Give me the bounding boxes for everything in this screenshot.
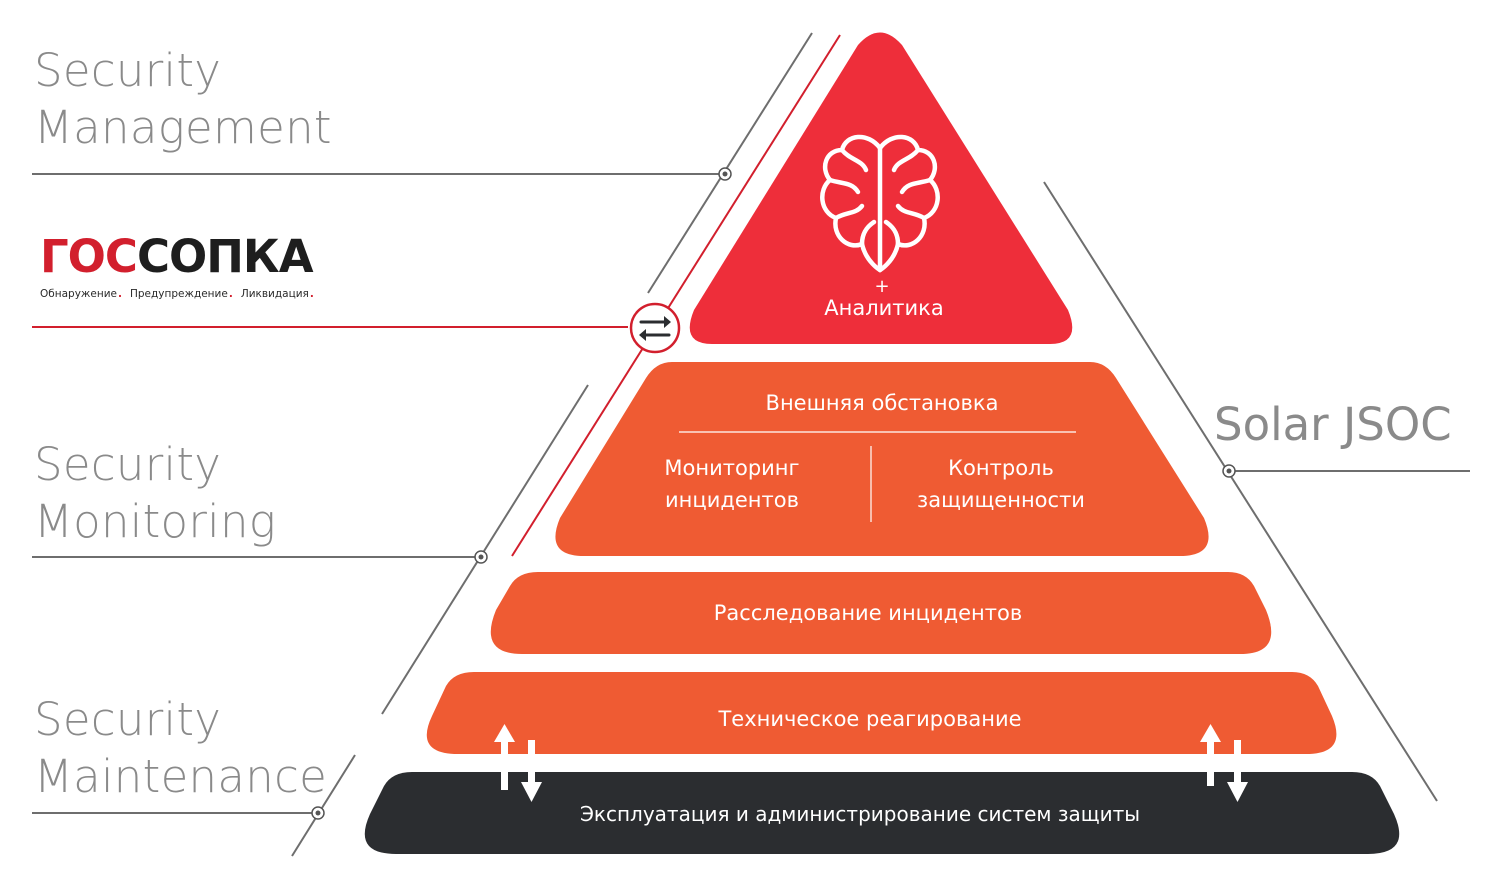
up-down-arrows-icon-right <box>1200 724 1248 802</box>
node-dots <box>311 167 1236 820</box>
tier-external-situation <box>555 362 1209 556</box>
monitoring-diagonal-line <box>381 384 589 715</box>
gossopka-logo: ГОССОПКА Обнаружение.Предупреждение.Ликв… <box>40 230 322 300</box>
security-control-line1: Контроль <box>948 456 1054 480</box>
gossopka-diagonal-line <box>511 34 841 557</box>
node-dot-monitoring-center <box>478 554 484 560</box>
solar-jsoc-label: Solar JSOC <box>1214 398 1452 451</box>
management-diagonal-line <box>647 32 813 294</box>
security-monitoring-label: Security Monitoring <box>34 436 276 550</box>
red-guide-lines <box>32 34 841 557</box>
up-down-arrows-icon <box>494 724 542 802</box>
incident-monitoring-line1: Мониторинг <box>664 456 799 480</box>
security-maintenance-label: Security Maintenance <box>34 691 327 805</box>
logo-word-red-part: ГОС <box>40 230 138 283</box>
analytics-label: Аналитика <box>824 296 943 320</box>
logo-tag-detection: Обнаружение <box>40 288 117 300</box>
incident-monitoring-line2: инцидентов <box>665 488 799 512</box>
tier-operations-administration <box>364 772 1400 854</box>
node-dot-management-center <box>722 171 728 177</box>
security-management-line1: Security <box>34 44 222 97</box>
maintenance-diagonal-line <box>291 754 356 857</box>
security-control-line2: защищенности <box>917 488 1085 512</box>
security-maintenance-line1: Security <box>34 693 222 746</box>
external-situation-label: Внешняя обстановка <box>766 391 999 415</box>
logo-word-dark-part: СОПКА <box>136 230 314 283</box>
node-dot-maintenance-center <box>315 810 321 816</box>
operations-administration-label: Эксплуатация и администрирование систем … <box>580 802 1140 826</box>
security-management-label: Security Management <box>34 42 332 156</box>
tier-incident-investigation <box>490 572 1272 654</box>
gossopka-logo-word: ГОССОПКА <box>40 230 322 284</box>
guide-lines <box>32 32 1470 857</box>
logo-tagline: Обнаружение.Предупреждение.Ликвидация. <box>40 288 314 300</box>
brain-icon <box>820 134 940 273</box>
incident-investigation-label: Расследование инцидентов <box>714 601 1023 625</box>
analytics-plus: + <box>874 276 889 297</box>
security-monitoring-line2: Monitoring <box>34 495 277 548</box>
swap-arrows-icon <box>629 302 681 354</box>
security-management-line2: Management <box>34 101 332 154</box>
security-maintenance-line2: Maintenance <box>34 750 328 803</box>
security-monitoring-line1: Security <box>34 438 222 491</box>
tier-technical-response <box>426 672 1337 754</box>
node-dot-jsoc-center <box>1226 468 1232 474</box>
jsoc-diagonal-line <box>1043 181 1438 802</box>
logo-tag-liquidation: Ликвидация <box>240 288 309 300</box>
technical-response-label: Техническое реагирование <box>717 707 1021 731</box>
logo-tag-prevention: Предупреждение <box>130 288 228 300</box>
